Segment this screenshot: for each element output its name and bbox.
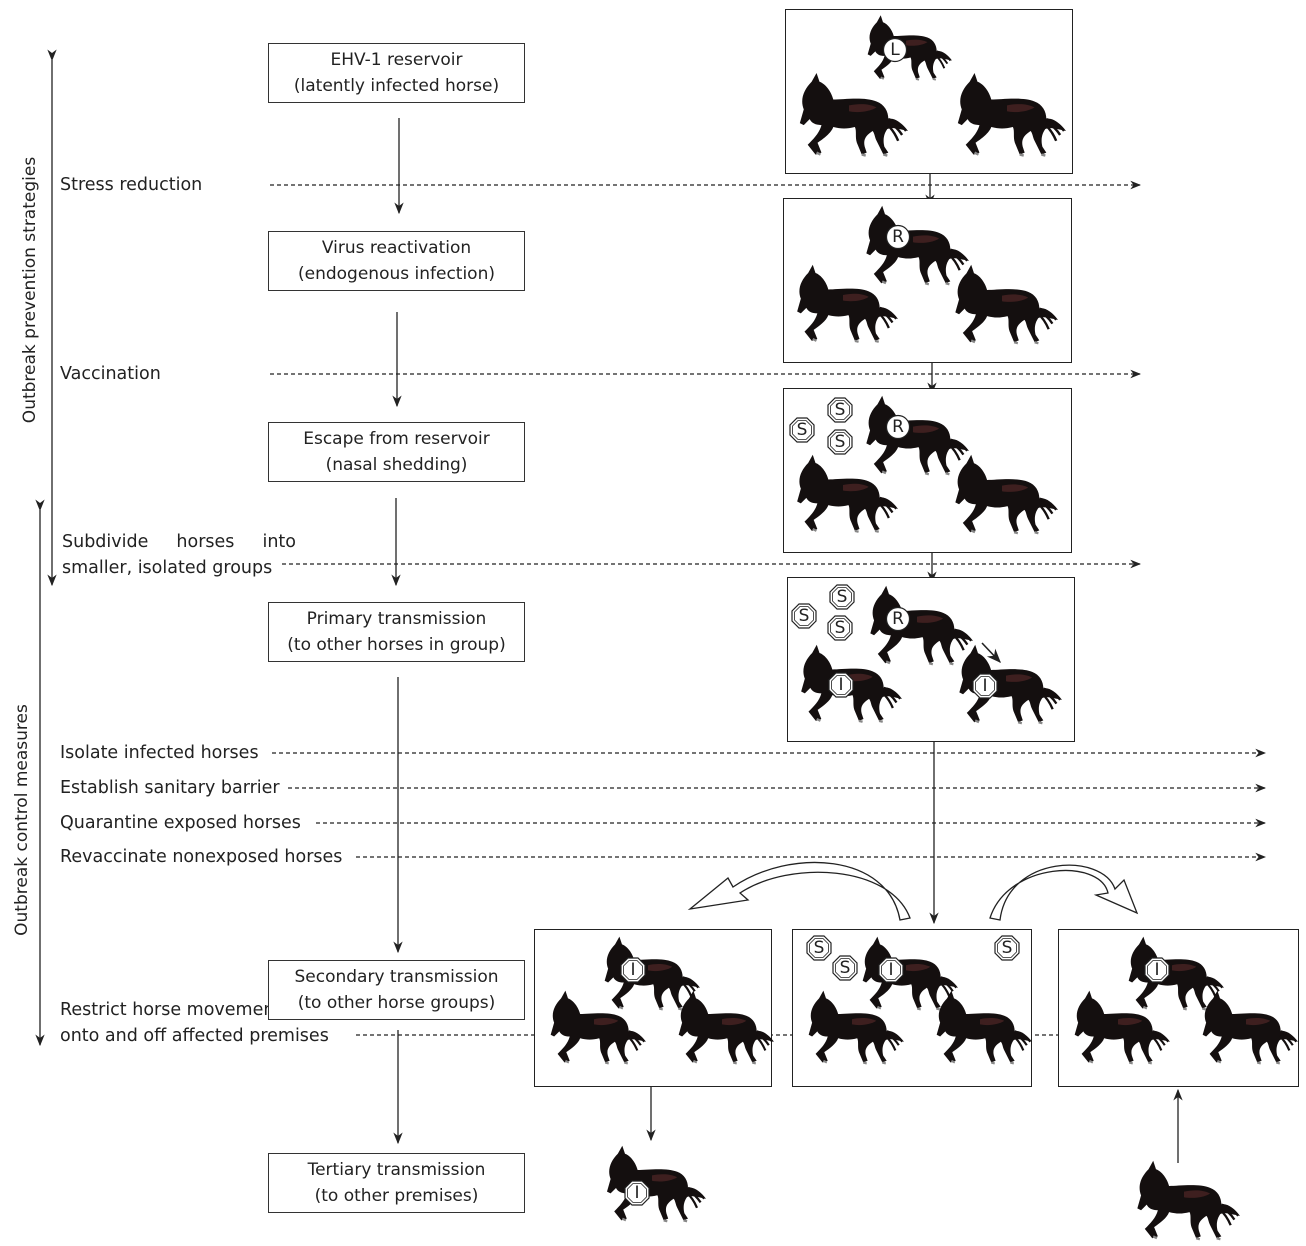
stage-subtitle: (to other premises) <box>314 1186 479 1206</box>
badge-letter: R <box>892 417 904 437</box>
badge-letter: S <box>796 420 808 440</box>
status-badge-infected: I <box>828 672 854 698</box>
horse-icon-infected <box>854 934 958 1012</box>
horse-icon <box>948 70 1066 159</box>
status-badge-shedding: S <box>829 584 855 610</box>
stage-secondary: Secondary transmission (to other horse g… <box>268 960 525 1020</box>
stage-title: EHV-1 reservoir <box>330 50 463 70</box>
badge-letter: R <box>892 227 904 247</box>
stage-title: Escape from reservoir <box>303 429 490 449</box>
badge-letter: S <box>834 400 846 420</box>
status-badge-shedding: S <box>994 935 1020 961</box>
stage-subtitle: (endogenous infection) <box>297 264 495 284</box>
horse-icon <box>670 988 774 1066</box>
subdivide-label-line1: Subdivide horses into <box>62 531 300 553</box>
revaccinate-label: Revaccinate nonexposed horses <box>60 846 347 868</box>
badge-letter: S <box>834 618 846 638</box>
horse-icon-infected <box>596 934 700 1012</box>
horse-icon <box>788 262 898 345</box>
horse-icon <box>1128 1158 1240 1242</box>
badge-letter: I <box>982 676 988 696</box>
badge-letter: I <box>888 960 894 980</box>
horse-icon <box>946 262 1058 346</box>
horse-icon-infected <box>1120 934 1224 1012</box>
horse-icon <box>790 70 908 159</box>
stress-reduction-label: Stress reduction <box>60 174 207 196</box>
stage-title: Tertiary transmission <box>307 1160 486 1180</box>
status-badge-infected: I <box>878 957 904 983</box>
status-badge-shedding: S <box>791 603 817 629</box>
badge-letter: I <box>634 1183 640 1203</box>
badge-letter: S <box>834 432 846 452</box>
status-badge-infected: I <box>620 957 646 983</box>
prevention-strategies-label: Outbreak prevention strategies <box>20 156 40 424</box>
horse-icon-reactivated <box>857 393 969 477</box>
stage-reservoir: EHV-1 reservoir (latently infected horse… <box>268 43 525 103</box>
horse-icon <box>542 988 646 1066</box>
horse-icon <box>1066 988 1170 1066</box>
stage-title: Secondary transmission <box>294 967 499 987</box>
stage-subtitle: (to other horses in group) <box>287 635 506 655</box>
horse-icon <box>1194 988 1298 1066</box>
badge-letter: L <box>890 40 900 60</box>
horse-icon <box>946 452 1058 536</box>
horse-icon-reactivated <box>857 203 969 287</box>
badge-letter: I <box>1154 960 1160 980</box>
status-badge-infected: I <box>624 1180 650 1206</box>
horse-icon-reactivated <box>861 583 973 667</box>
status-badge-infected: I <box>972 673 998 699</box>
horse-icon-infected <box>598 1143 706 1224</box>
status-badge-shedding: S <box>827 397 853 423</box>
subdivide-label-line2: smaller, isolated groups <box>62 557 277 579</box>
status-badge-shedding: S <box>827 615 853 641</box>
isolate-label: Isolate infected horses <box>60 742 263 764</box>
badge-letter: S <box>798 606 810 626</box>
status-badge-latent: L <box>882 37 908 63</box>
status-badge-shedding: S <box>806 935 832 961</box>
sanitary-barrier-label: Establish sanitary barrier <box>60 777 284 799</box>
stage-reactivation: Virus reactivation (endogenous infection… <box>268 231 525 291</box>
restrict-movement-line2: onto and off affected premises <box>60 1025 333 1047</box>
horse-icon-infected <box>950 642 1062 726</box>
status-badge-reactivated: R <box>885 606 911 632</box>
panel-secondary-left <box>534 929 772 1087</box>
panel-latent-group <box>785 9 1073 174</box>
status-badge-infected: I <box>1144 957 1170 983</box>
stage-subtitle: (latently infected horse) <box>293 76 500 96</box>
badge-letter: S <box>836 587 848 607</box>
horse-icon <box>788 452 898 535</box>
stage-subtitle: (to other horse groups) <box>297 993 496 1013</box>
badge-letter: I <box>630 960 636 980</box>
status-badge-shedding: S <box>789 417 815 443</box>
horse-icon <box>800 988 904 1066</box>
status-badge-shedding: S <box>832 955 858 981</box>
quarantine-label: Quarantine exposed horses <box>60 812 305 834</box>
stage-subtitle: (nasal shedding) <box>325 455 468 475</box>
badge-letter: I <box>838 675 844 695</box>
horse-icon <box>928 988 1032 1066</box>
badge-letter: R <box>892 609 904 629</box>
status-badge-reactivated: R <box>885 414 911 440</box>
control-measures-label: Outbreak control measures <box>12 704 32 936</box>
vaccination-label: Vaccination <box>60 363 165 385</box>
stage-primary: Primary transmission (to other horses in… <box>268 602 525 662</box>
badge-letter: S <box>1001 938 1013 958</box>
stage-escape: Escape from reservoir (nasal shedding) <box>268 422 525 482</box>
status-badge-shedding: S <box>827 429 853 455</box>
badge-letter: S <box>813 938 825 958</box>
stage-title: Primary transmission <box>306 609 487 629</box>
stage-tertiary: Tertiary transmission (to other premises… <box>268 1153 525 1213</box>
status-badge-reactivated: R <box>885 224 911 250</box>
badge-letter: S <box>839 958 851 978</box>
restrict-movement-line1: Restrict horse movement <box>60 999 286 1021</box>
stage-title: Virus reactivation <box>321 238 472 258</box>
horse-icon-latent <box>860 13 952 82</box>
